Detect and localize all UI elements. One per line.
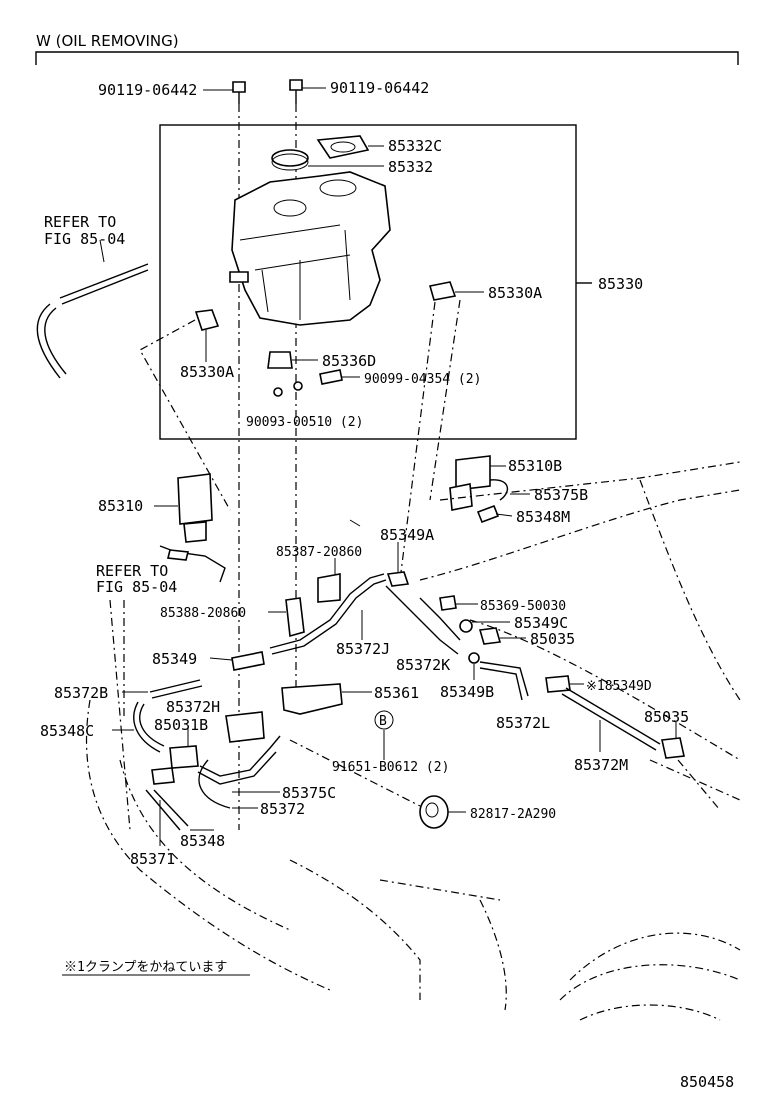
hose-h-icon <box>149 679 201 693</box>
label-cap: 85332 <box>388 158 433 176</box>
hood-line <box>439 461 741 501</box>
connector-a-icon <box>386 571 410 587</box>
hose-m-icon <box>565 687 661 745</box>
label-clip2: 85035 <box>644 708 689 726</box>
label-check-valve: 85031B <box>154 716 208 734</box>
grommet-round-icon <box>419 795 449 829</box>
label-cap-gasket: 85332C <box>388 137 442 155</box>
label-clip1: 85035 <box>530 630 575 648</box>
nut-icon <box>293 381 303 391</box>
screw-icon <box>319 369 343 385</box>
label-bolt-left: 90119-06442 <box>98 81 197 99</box>
connector-b-icon <box>468 652 480 664</box>
label-hose-c: 85375C <box>282 784 336 802</box>
nut-small-icon <box>273 387 283 397</box>
label-hose-371: 85371 <box>130 850 175 868</box>
label-connector-a: 85349A <box>380 526 434 544</box>
note-text: ※1クランプをかねています <box>64 960 227 975</box>
label-screw2: 91651-B0612 (2) <box>332 760 449 775</box>
header-bracket <box>35 51 739 65</box>
clip2-icon <box>661 737 685 759</box>
grommet-right-icon <box>428 281 457 301</box>
label-connector-c: 85349C <box>514 614 568 632</box>
label-pump-left: 85310 <box>98 497 143 515</box>
label-hose-j: 85372J <box>336 640 390 658</box>
hose-b-icon <box>133 701 161 753</box>
label-hose-upper: 85375B <box>534 486 588 504</box>
bracket1-icon <box>317 573 341 603</box>
label-connector-b: 85349B <box>440 683 494 701</box>
wheel-arch <box>569 932 741 981</box>
connector-icon <box>231 651 265 671</box>
pump-left-connector-icon <box>167 549 189 561</box>
valve-upper-icon <box>476 504 500 524</box>
refer-upper-line2: FIG 85-04 <box>44 230 125 248</box>
clamp-a-icon <box>439 595 457 611</box>
plug-icon <box>267 351 293 369</box>
label-connector: 85349 <box>152 650 197 668</box>
fender-line <box>469 619 741 761</box>
label-bracket-361: 85361 <box>374 684 419 702</box>
refer-lower-line2: FIG 85-04 <box>96 578 177 596</box>
bracket-lower-icon <box>225 711 265 743</box>
hose-c-icon <box>199 735 281 777</box>
bracket-361-icon <box>281 683 343 715</box>
hose-l-icon <box>479 661 529 697</box>
bolt-right-icon <box>289 79 303 104</box>
circle-b-marker <box>374 710 394 730</box>
label-screw: 90099-04354 (2) <box>364 372 481 387</box>
hose-j-icon <box>269 573 385 649</box>
pump-upper-icon <box>449 455 491 511</box>
refer-hose-top <box>59 263 149 299</box>
grommet-left-icon <box>194 309 220 331</box>
label-connector-d: ※185349D <box>586 679 652 694</box>
hose-k-line <box>385 585 459 655</box>
label-valve-c: 85348C <box>40 722 94 740</box>
guide-left-pump <box>139 319 231 511</box>
bumper-outer <box>85 699 331 991</box>
label-clamp-a: 85369-50030 <box>480 599 566 614</box>
refer-lower-line1: REFER TO <box>96 562 168 580</box>
circle-b-label: B <box>379 714 387 729</box>
refer-upper-line1: REFER TO <box>44 213 116 231</box>
label-nut: 90093-00510 (2) <box>246 415 363 430</box>
label-grommet-round: 82817-2A290 <box>470 807 556 822</box>
label-valve: 85348 <box>180 832 225 850</box>
cap-icon <box>271 149 309 171</box>
pump-left-icon <box>177 473 213 543</box>
figure-id: 850458 <box>680 1073 734 1091</box>
label-bolt-right: 90119-06442 <box>330 79 429 97</box>
label-grommet-right: 85330A <box>488 284 542 302</box>
label-hose-m: 85372M <box>574 756 628 774</box>
label-plug: 85336D <box>322 352 376 370</box>
hose-upper-icon <box>489 479 509 501</box>
clip1-icon <box>478 627 502 645</box>
label-valve-upper: 85348M <box>516 508 570 526</box>
label-hose-b: 85372B <box>54 684 108 702</box>
tank-assembly-box <box>159 124 577 440</box>
guide-right-pump <box>429 299 461 501</box>
bracket2-icon <box>285 597 305 638</box>
check-valve-icon <box>169 745 199 769</box>
label-tank-assy: 85330 <box>598 275 643 293</box>
label-hose: 85372 <box>260 800 305 818</box>
bolt-left-icon <box>232 81 246 104</box>
label-bracket1: 85387-20860 <box>276 545 362 560</box>
diagram-title: W (OIL REMOVING) <box>36 32 179 50</box>
label-hose-k: 85372K <box>396 656 450 674</box>
washer-tank-icon <box>229 171 391 326</box>
refer-hose-curve <box>36 303 61 379</box>
label-hose-l: 85372L <box>496 714 550 732</box>
cap-gasket-icon <box>316 135 370 159</box>
connector-d-icon <box>545 675 571 693</box>
label-bracket2: 85388-20860 <box>160 606 246 621</box>
connector-c-icon <box>459 619 473 633</box>
label-hose-h: 85372H <box>166 698 220 716</box>
label-grommet-left: 85330A <box>180 363 234 381</box>
label-pump-upper: 85310B <box>508 457 562 475</box>
valve-icon <box>151 767 175 785</box>
hose-371-icon <box>145 789 181 831</box>
